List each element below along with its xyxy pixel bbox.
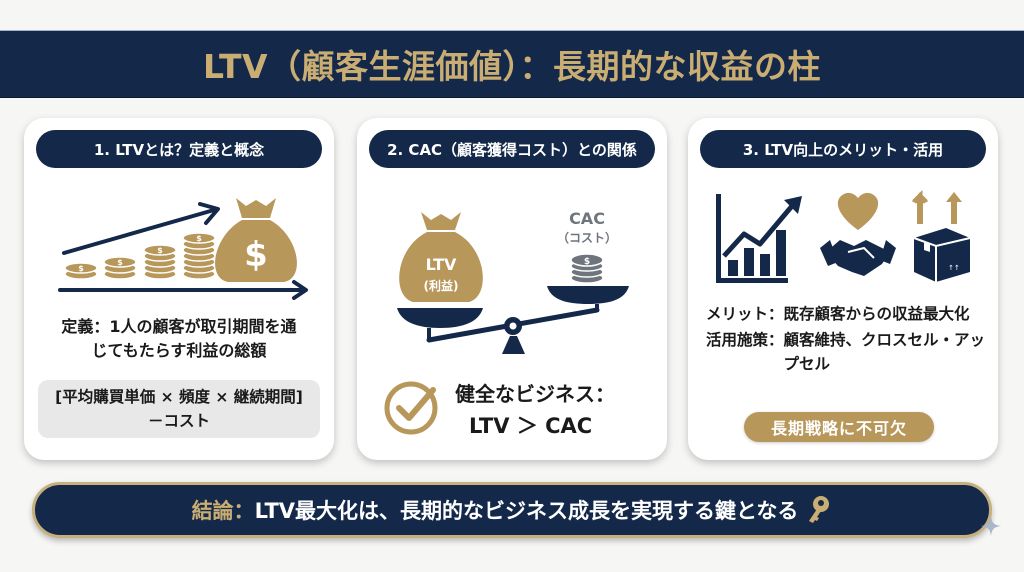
- card-header-label: 2. CAC（顧客獲得コスト）との関係: [387, 140, 637, 159]
- svg-text:(利益): (利益): [424, 278, 459, 293]
- svg-text:CAC: CAC: [569, 209, 605, 228]
- conclusion-text: LTV最大化は、長期的なビジネス成長を実現する鍵となる: [254, 499, 799, 523]
- svg-text:$: $: [244, 235, 268, 275]
- svg-text:$: $: [117, 258, 123, 267]
- long-term-strategy-badge: 長期戦略に不可欠: [744, 412, 934, 442]
- card-header: 1. LTVとは？定義と概念: [36, 130, 322, 168]
- money-bag-icon: $: [215, 198, 297, 282]
- page-title: LTV（顧客生涯価値）：長期的な収益の柱: [202, 47, 822, 86]
- ltv-definition: 定義：1人の顧客が取引期間を通 じてもたらす利益の総額: [61, 317, 297, 360]
- ltv-formula-box: [平均購買単価 × 頻度 × 継続期間] －コスト: [38, 380, 320, 438]
- card-cac-relationship: 2. CAC（顧客獲得コスト）との関係 LTV (利益) CAC （コスト） $: [357, 118, 667, 460]
- svg-text:$: $: [78, 264, 84, 273]
- merit-row: メリット： 既存顧客からの収益最大化: [706, 305, 970, 323]
- svg-text:$: $: [584, 257, 590, 267]
- conclusion-banner: 結論： LTV最大化は、長期的なビジネス成長を実現する鍵となる: [32, 482, 992, 538]
- coin-stack-icon: [570, 253, 604, 284]
- benefits-icons: ↑↑: [716, 189, 971, 283]
- timeline-arrow-icon: [58, 280, 308, 300]
- card-header: 3. LTV向上のメリット・活用: [700, 130, 986, 168]
- growth-arrow-icon: [62, 202, 220, 255]
- ltv-gt-cac: LTV ＞ CAC: [469, 414, 593, 438]
- title-bar: LTV（顧客生涯価値）：長期的な収益の柱: [0, 30, 1024, 98]
- usage-row: 活用施策： 顧客維持、クロスセル・アップセル: [706, 331, 986, 373]
- svg-text:↑↑: ↑↑: [948, 264, 960, 272]
- ltv-growth-illustration: $ $ $ $ $: [58, 198, 308, 300]
- sparkle-watermark-icon: [981, 516, 1001, 536]
- box-upsell-icon: ↑↑: [912, 189, 971, 282]
- handshake-heart-icon: [820, 192, 896, 276]
- healthy-business-label: 健全なビジネス：: [455, 382, 615, 406]
- svg-text:$: $: [196, 234, 202, 243]
- balance-scale-icon: [397, 286, 629, 354]
- svg-text:$: $: [157, 246, 163, 255]
- conclusion-label: 結論：: [191, 499, 255, 523]
- card-header-label: 1. LTVとは？定義と概念: [93, 140, 265, 159]
- balance-scale-illustration: LTV (利益) CAC （コスト） $: [397, 209, 629, 354]
- coin-stacks-icon: [64, 232, 216, 280]
- benefits-list: メリット： 既存顧客からの収益最大化 活用施策： 顧客維持、クロスセル・アップセ…: [706, 302, 988, 376]
- money-bag-icon: LTV (利益): [399, 212, 483, 302]
- key-icon: [809, 496, 830, 523]
- healthy-business-statement: 健全なビジネス： LTV ＞ CAC: [383, 374, 653, 444]
- svg-text:LTV: LTV: [426, 255, 457, 274]
- check-circle-icon: [384, 381, 438, 435]
- growth-chart-icon: [716, 194, 802, 283]
- card-header-label: 3. LTV向上のメリット・活用: [742, 140, 944, 159]
- card-ltv-benefits: 3. LTV向上のメリット・活用: [688, 118, 998, 460]
- svg-text:（コスト）: （コスト）: [557, 230, 617, 245]
- card-header: 2. CAC（顧客獲得コスト）との関係: [369, 130, 655, 168]
- card-ltv-definition: 1. LTVとは？定義と概念: [24, 118, 334, 460]
